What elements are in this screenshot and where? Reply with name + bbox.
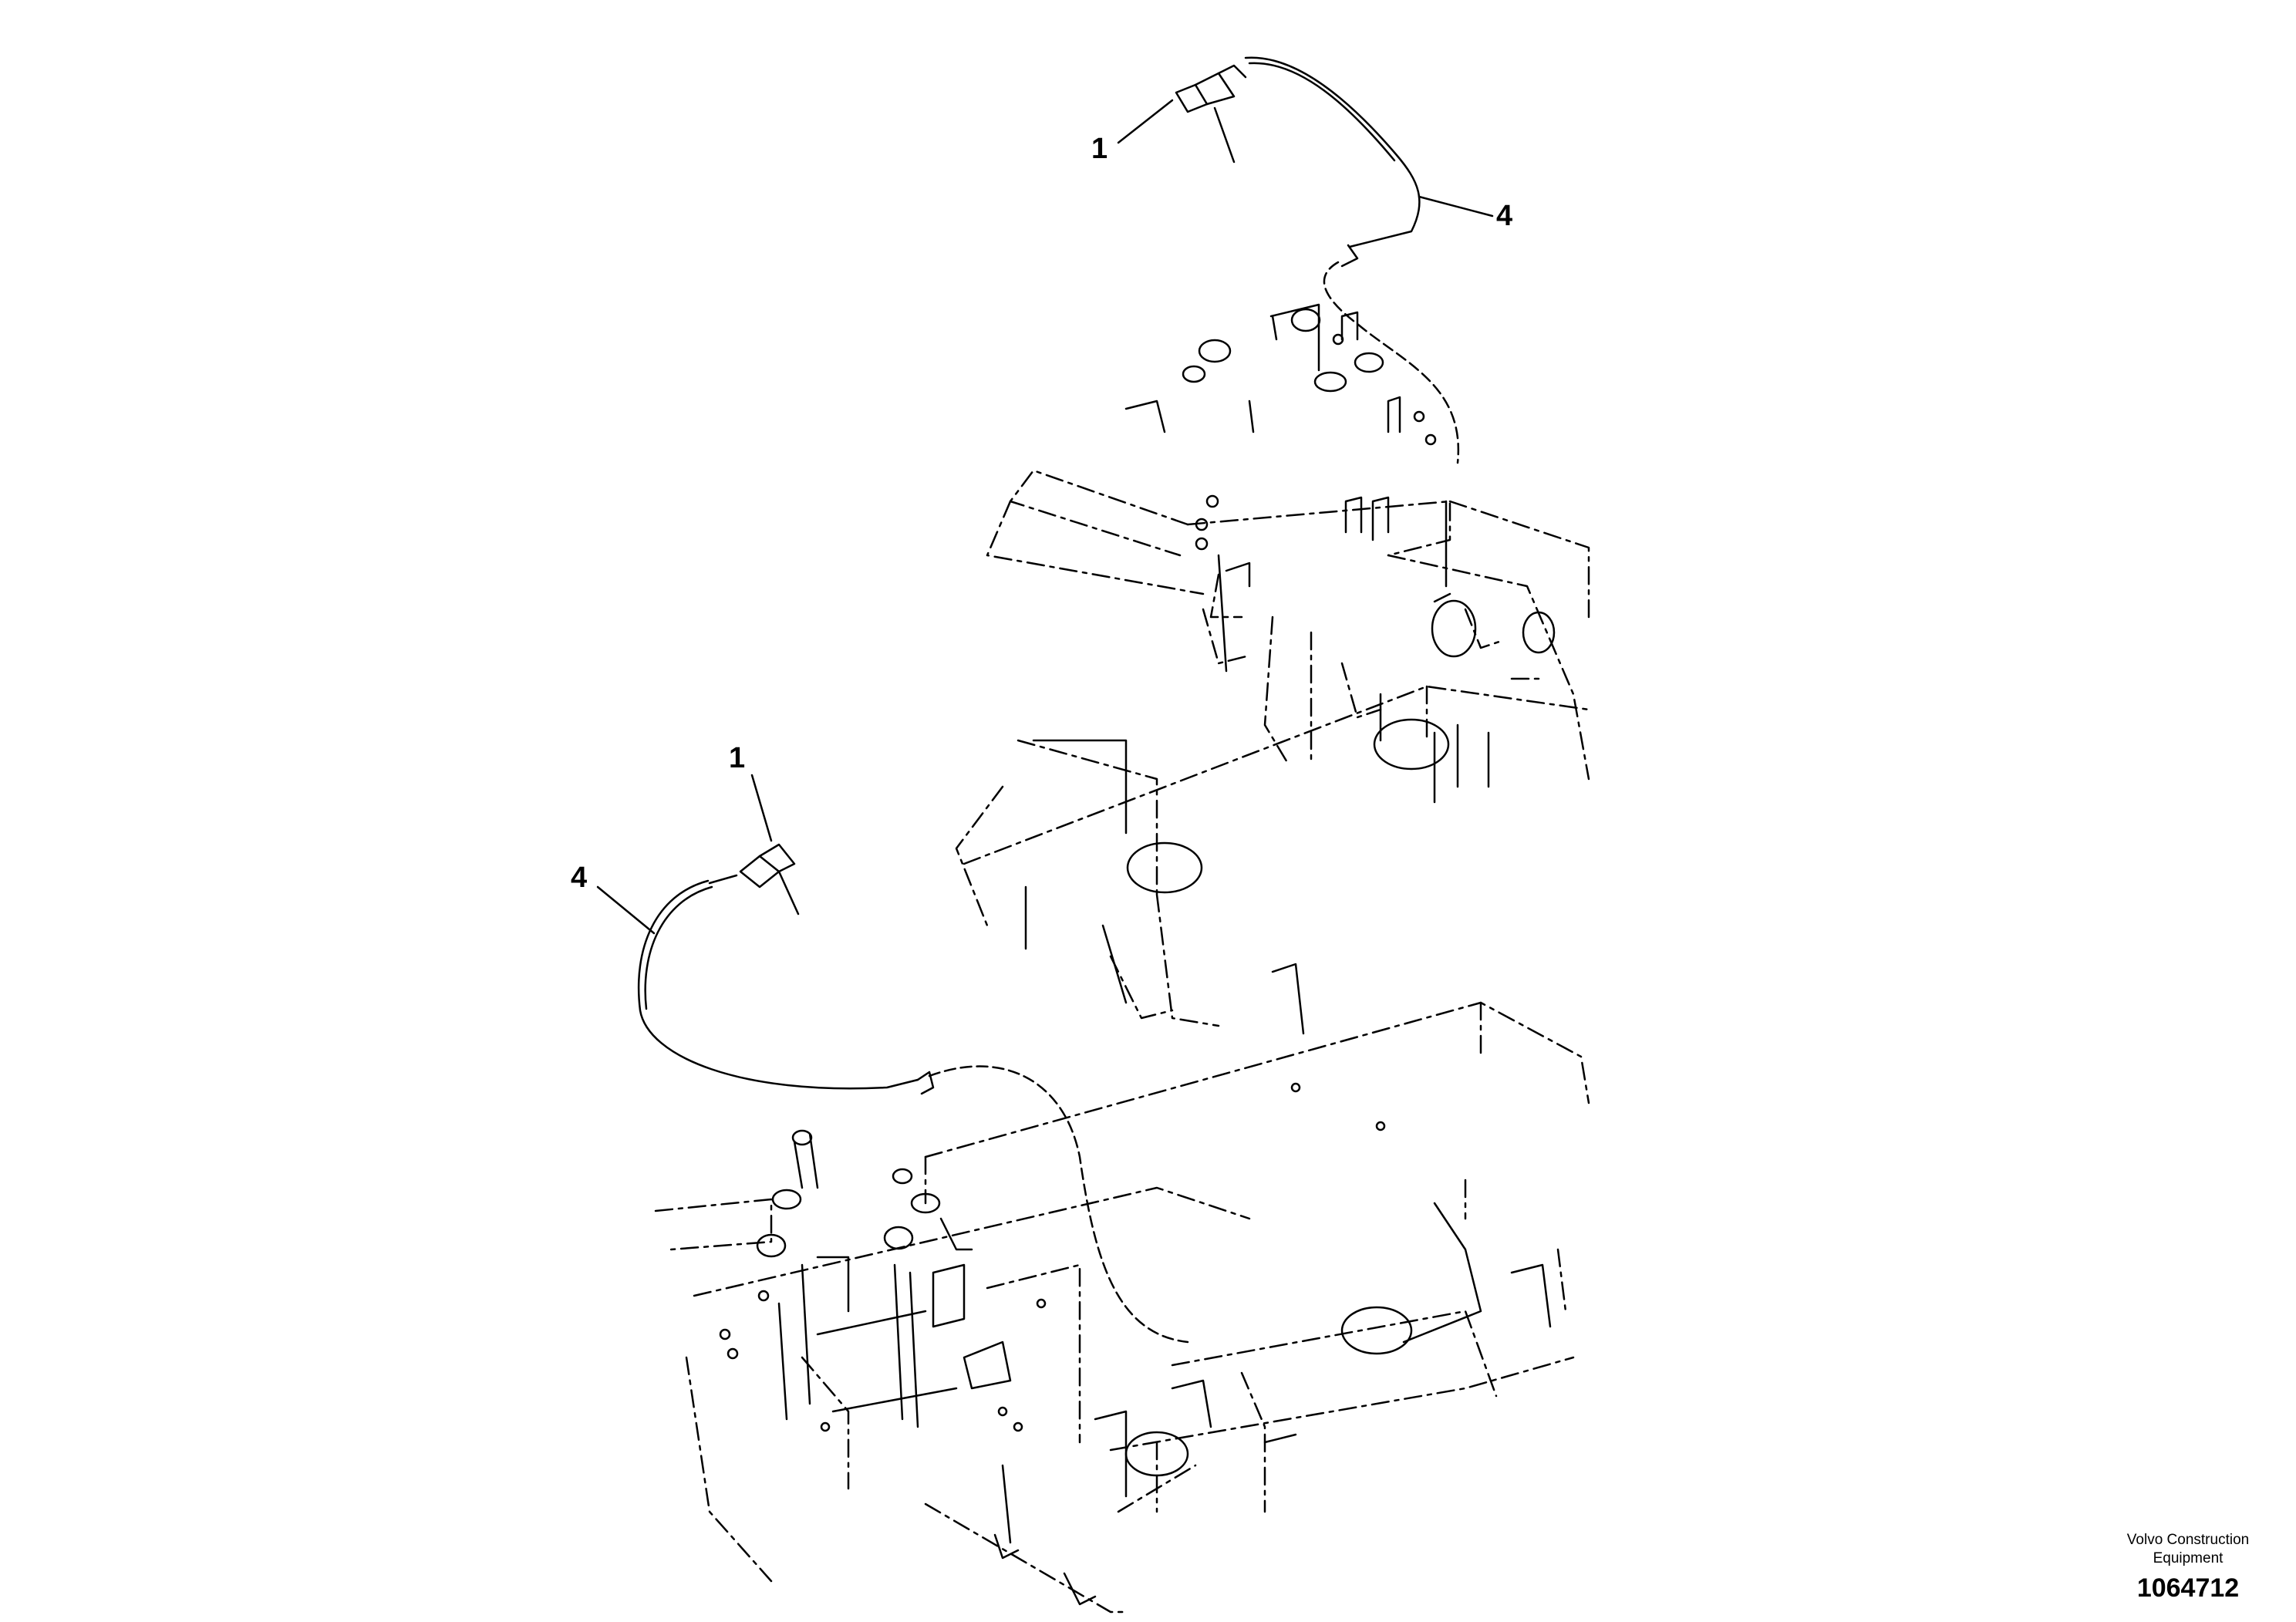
upper-leader-4: [1418, 195, 1494, 218]
lower-sensor-cable: [637, 843, 1189, 1344]
lower-frame: [654, 1001, 1590, 1614]
callout-lower-1: 1: [729, 742, 745, 774]
brand-label: Volvo Construction Equipment: [2095, 1531, 2281, 1568]
lower-leader-4: [596, 885, 656, 935]
upper-sensor-cable: [1175, 56, 1460, 464]
brand-line-2: Equipment: [2153, 1550, 2224, 1566]
lower-leader-1: [750, 774, 773, 842]
upper-frame: [955, 303, 1590, 1035]
callout-upper-4: 4: [1496, 200, 1512, 232]
document-number: 1064712: [2136, 1573, 2240, 1603]
callout-lower-4: 4: [571, 862, 587, 894]
upper-leader-1: [1117, 99, 1174, 144]
callout-upper-1: 1: [1091, 133, 1108, 165]
brand-line-1: Volvo Construction: [2126, 1532, 2250, 1548]
